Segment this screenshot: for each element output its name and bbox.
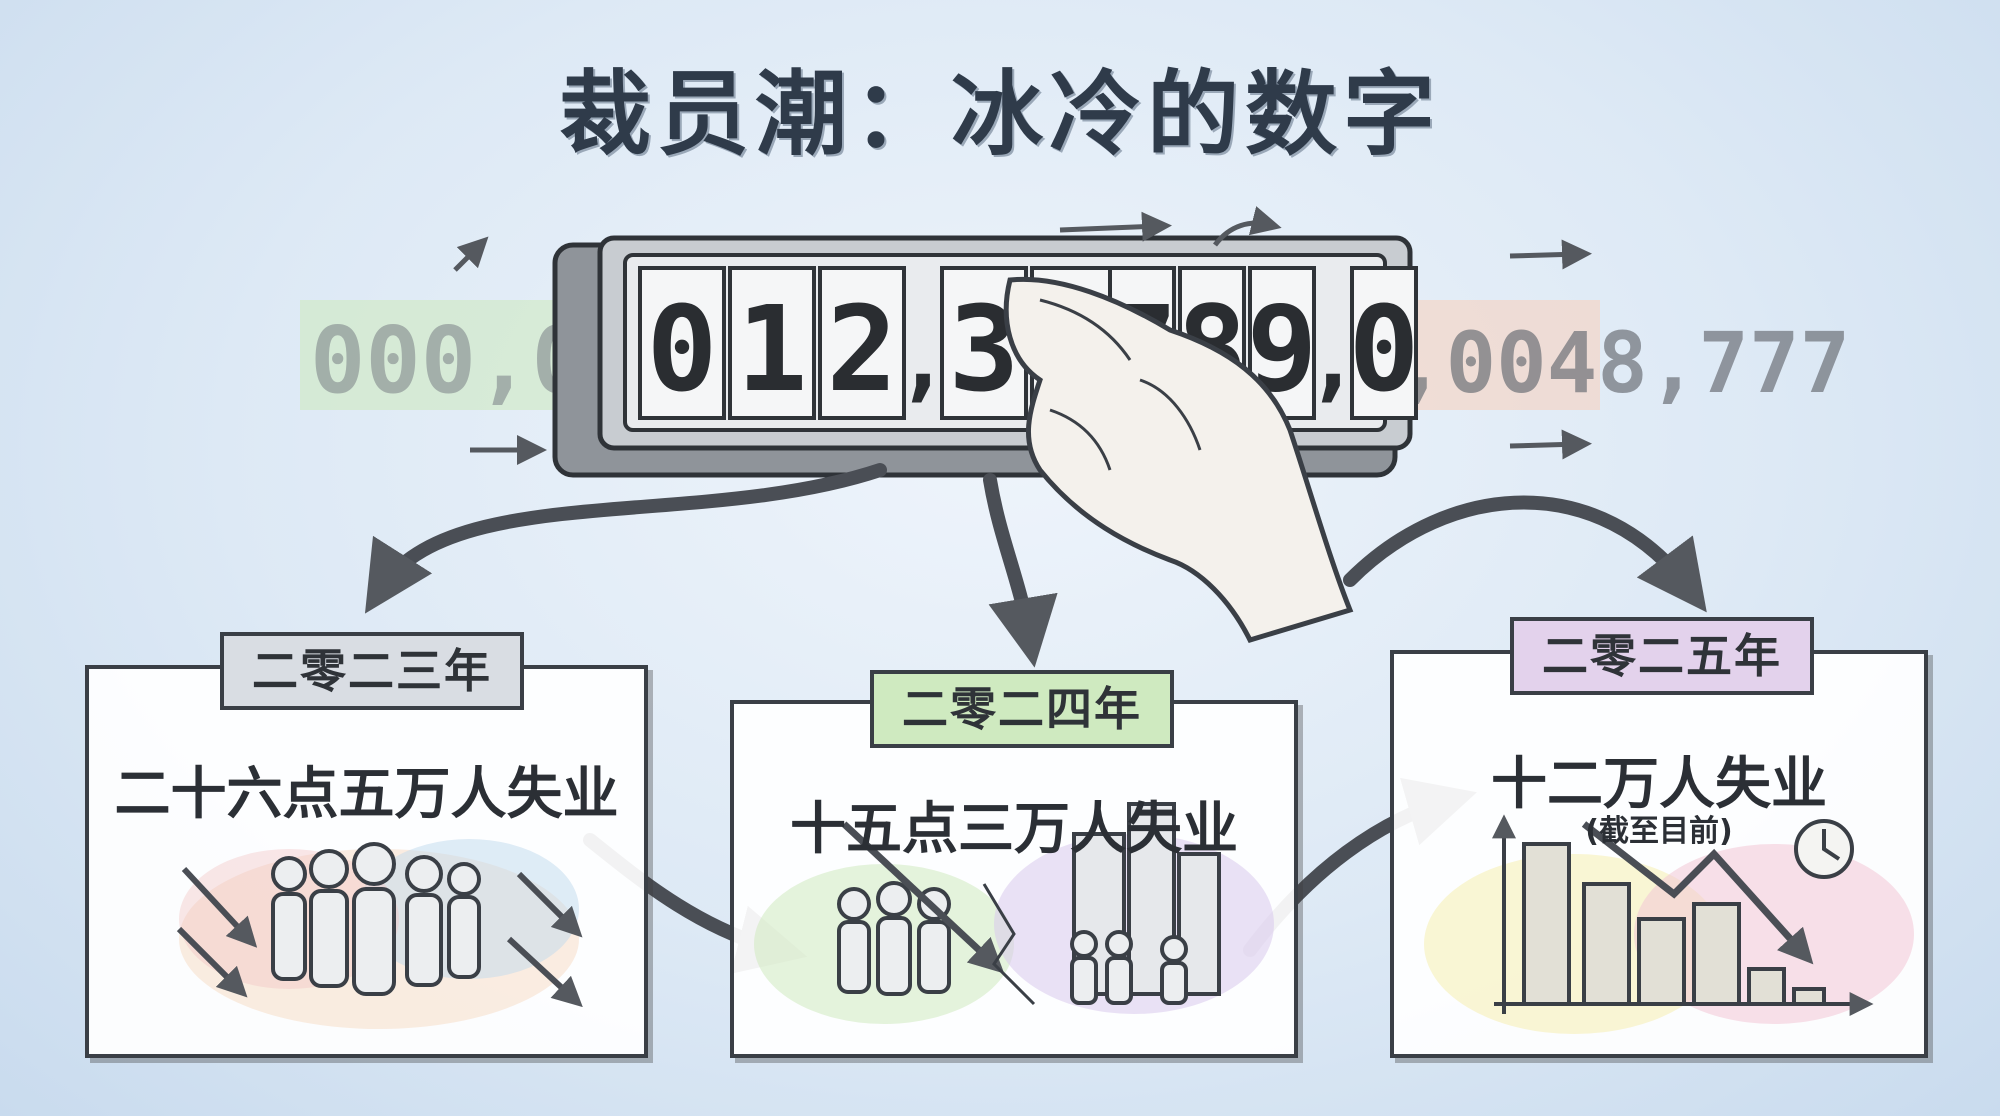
arrow-to-2023-icon bbox=[364, 463, 887, 614]
odometer-digit-cell bbox=[728, 266, 816, 420]
headline-2025: 十二万人失业 bbox=[1491, 752, 1827, 817]
clock-icon bbox=[1794, 819, 1854, 879]
down-arrow-icon bbox=[181, 866, 258, 948]
odometer-digit-cell bbox=[818, 266, 906, 420]
headline-2024: 十五点三万人失业 bbox=[790, 797, 1238, 862]
collapse-illustration bbox=[754, 802, 1274, 1024]
odometer-digit-cell bbox=[1350, 266, 1418, 420]
arrow-to-2024-icon bbox=[983, 473, 1058, 668]
headline-2023: 二十六点五万人失业 bbox=[114, 762, 619, 827]
counter-right-blur: ,0048,777 bbox=[1380, 300, 1850, 412]
odometer-digit: 2 bbox=[826, 280, 897, 418]
motion-arrow-icon bbox=[1509, 239, 1592, 270]
hand-illustration bbox=[1003, 276, 1354, 643]
motion-arrow-icon bbox=[1059, 211, 1172, 242]
counter-right-blur-text: ,0048,777 bbox=[1395, 314, 1850, 412]
down-arrow-icon bbox=[176, 926, 248, 998]
year-tag-2024: 二零二四年 bbox=[870, 670, 1174, 748]
motion-arrows bbox=[453, 206, 1592, 465]
odometer-digit-cell bbox=[638, 266, 726, 420]
note-2025: (截至目前) bbox=[1585, 814, 1733, 849]
motion-arrow-icon bbox=[453, 236, 489, 272]
motion-arrow-icon bbox=[1509, 429, 1592, 460]
down-arrow-icon bbox=[841, 821, 1005, 974]
motion-arrow-icon bbox=[1213, 206, 1282, 247]
crowd-illustration bbox=[176, 839, 583, 1029]
page-title: 裁员潮：冰冷的数字 bbox=[558, 61, 1441, 168]
down-arrow-icon bbox=[1581, 821, 1814, 965]
declining-bar-chart-illustration bbox=[1424, 814, 1914, 1034]
down-arrow-icon bbox=[506, 936, 583, 1008]
panel-2025: 十二万人失业 (截至目前) bbox=[1390, 650, 1928, 1058]
odometer-digit: 0 bbox=[1348, 280, 1419, 418]
odometer-digit: 0 bbox=[646, 280, 717, 418]
year-tag-2025: 二零二五年 bbox=[1510, 617, 1814, 695]
odometer-digit: 1 bbox=[736, 280, 807, 418]
year-tag-2023: 二零二三年 bbox=[220, 632, 524, 710]
crack-icon bbox=[982, 883, 1036, 1006]
down-arrow-icon bbox=[516, 871, 583, 938]
panel-2024: 十五点三万人失业 bbox=[730, 700, 1298, 1058]
panel-2023: 二十六点五万人失业 bbox=[85, 665, 648, 1058]
arrow-to-2025-icon bbox=[1343, 495, 1707, 613]
